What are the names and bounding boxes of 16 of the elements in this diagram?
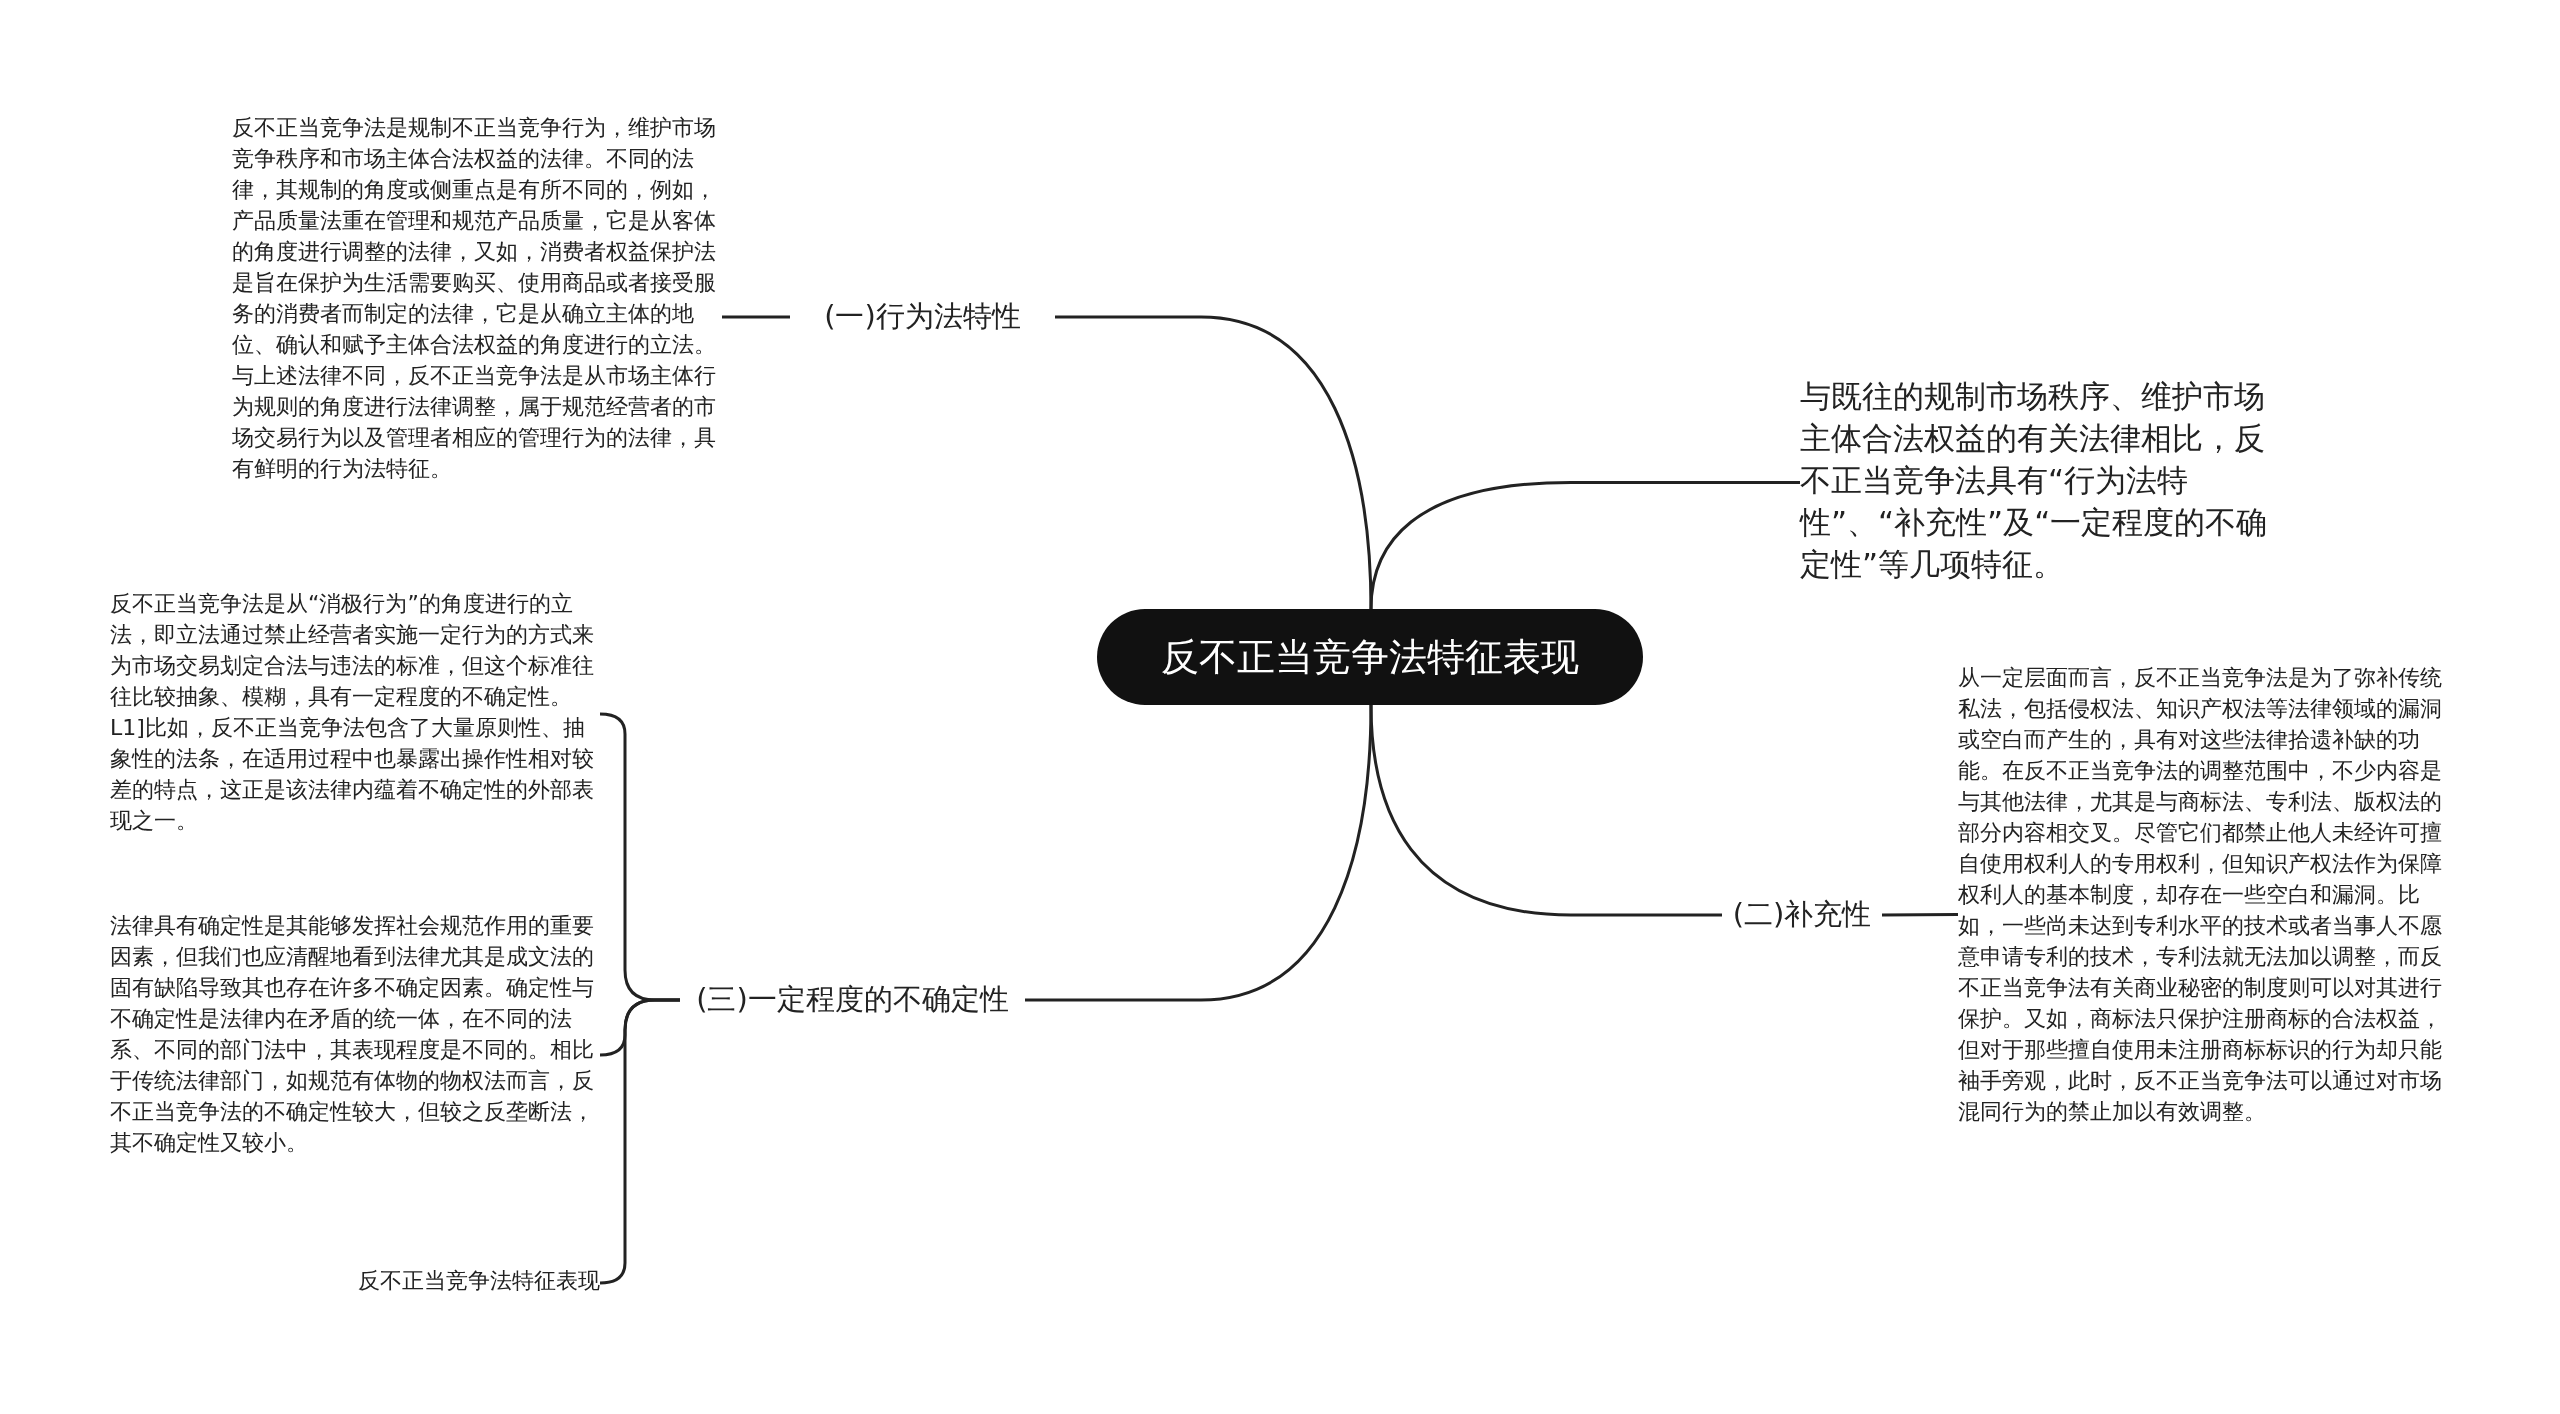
text-paragraph: 从一定层面而言，反不正当竞争法是为了弥补传统私法，包括侵权法、知识产权法等法律领域的漏洞或空白而产生的，具有对这些法律拾遗补缺的功能。在反不正当竞争法的调整范围中，不少内容是与其他法律，尤其是与商标法、专利法、版权法的部分内容相交叉。尽管它们都禁止他人未经许可擅自使用权利人的专用权利，但知识产权法作为保障权利人的基本制度，却存在一些空白和漏洞。比如，一些尚未达到专利水平的技术或者当事人不愿意申请专利的技术，专利法就无法加以调整，而反不正当竞争法有关商业秘密的制度则可以对其进行保护。又如，商标法只保护注册商标的合法权益，但对于那些擅自使用未注册商标标识的行为却只能袖手旁观，此时，反不正当竞争法可以通过对市场混同行为的禁止加以有效调整。	[1958, 662, 2458, 1167]
connector-line	[1369, 704, 1722, 917]
central-topic: 反不正当竞争法特征表现	[1097, 609, 1643, 705]
connector-line	[1025, 704, 1373, 1002]
branch-topic: (一)行为法特性	[790, 292, 1055, 342]
text-paragraph: 反不正当竞争法是规制不正当竞争行为，维护市场竞争秩序和市场主体合法权益的法律。不同的法律，其规制的角度或侧重点是有所不同的，例如，产品质量法重在管理和规范产品质量，它是从客体的角度进行调整的法律，又如，消费者权益保护法是旨在保护为生活需要购买、使用商品或者接受服务的消费者而制定的法律，它是从确立主体的地位、确认和赋予主体合法权益的角度进行的立法。与上述法律不同，反不正当竞争法是从市场主体行为规则的角度进行法律调整，属于规范经营者的市场交易行为以及管理者相应的管理行为的法律，具有鲜明的行为法特征。	[232, 112, 722, 522]
branch-topic: (二)补充性	[1722, 890, 1882, 940]
text-paragraph: 与既往的规制市场秩序、维护市场主体合法权益的有关法律相比，反不正当竞争法具有“行为法特性”、“补充性”及“一定程度的不确定性”等几项特征。	[1800, 375, 2280, 590]
connector-line	[1882, 913, 1958, 917]
text-paragraph: 反不正当竞争法是从“消极行为”的角度进行的立法，即立法通过禁止经营者实施一定行为的方式来为市场交易划定合法与违法的标准，但这个标准往往比较抽象、模糊，具有一定程度的不确定性。L1]比如，反不正当竞争法包含了大量原则性、抽象性的法条，在适用过程中也暴露出操作性相对较差的特点，这正是该法律内蕴着不确定性的外部表现之一。	[110, 588, 600, 840]
branch-topic: (三)一定程度的不确定性	[680, 975, 1025, 1025]
connector-line	[1369, 481, 1800, 610]
connector-line	[1055, 315, 1373, 610]
text-paragraph: 法律具有确定性是其能够发挥社会规范作用的重要因素，但我们也应清醒地看到法律尤其是成文法的固有缺陷导致其也存在许多不确定因素。确定性与不确定性是法律内在矛盾的统一体，在不同的法系、不同的部门法中，其表现程度是不同的。相比于传统法律部门，如规范有体物的物权法而言，反不正当竞争法的不确定性较大，但较之反垄断法，其不确定性又较小。	[110, 910, 600, 1200]
text-paragraph: 反不正当竞争法特征表现	[320, 1265, 600, 1301]
connector-line	[722, 315, 790, 319]
